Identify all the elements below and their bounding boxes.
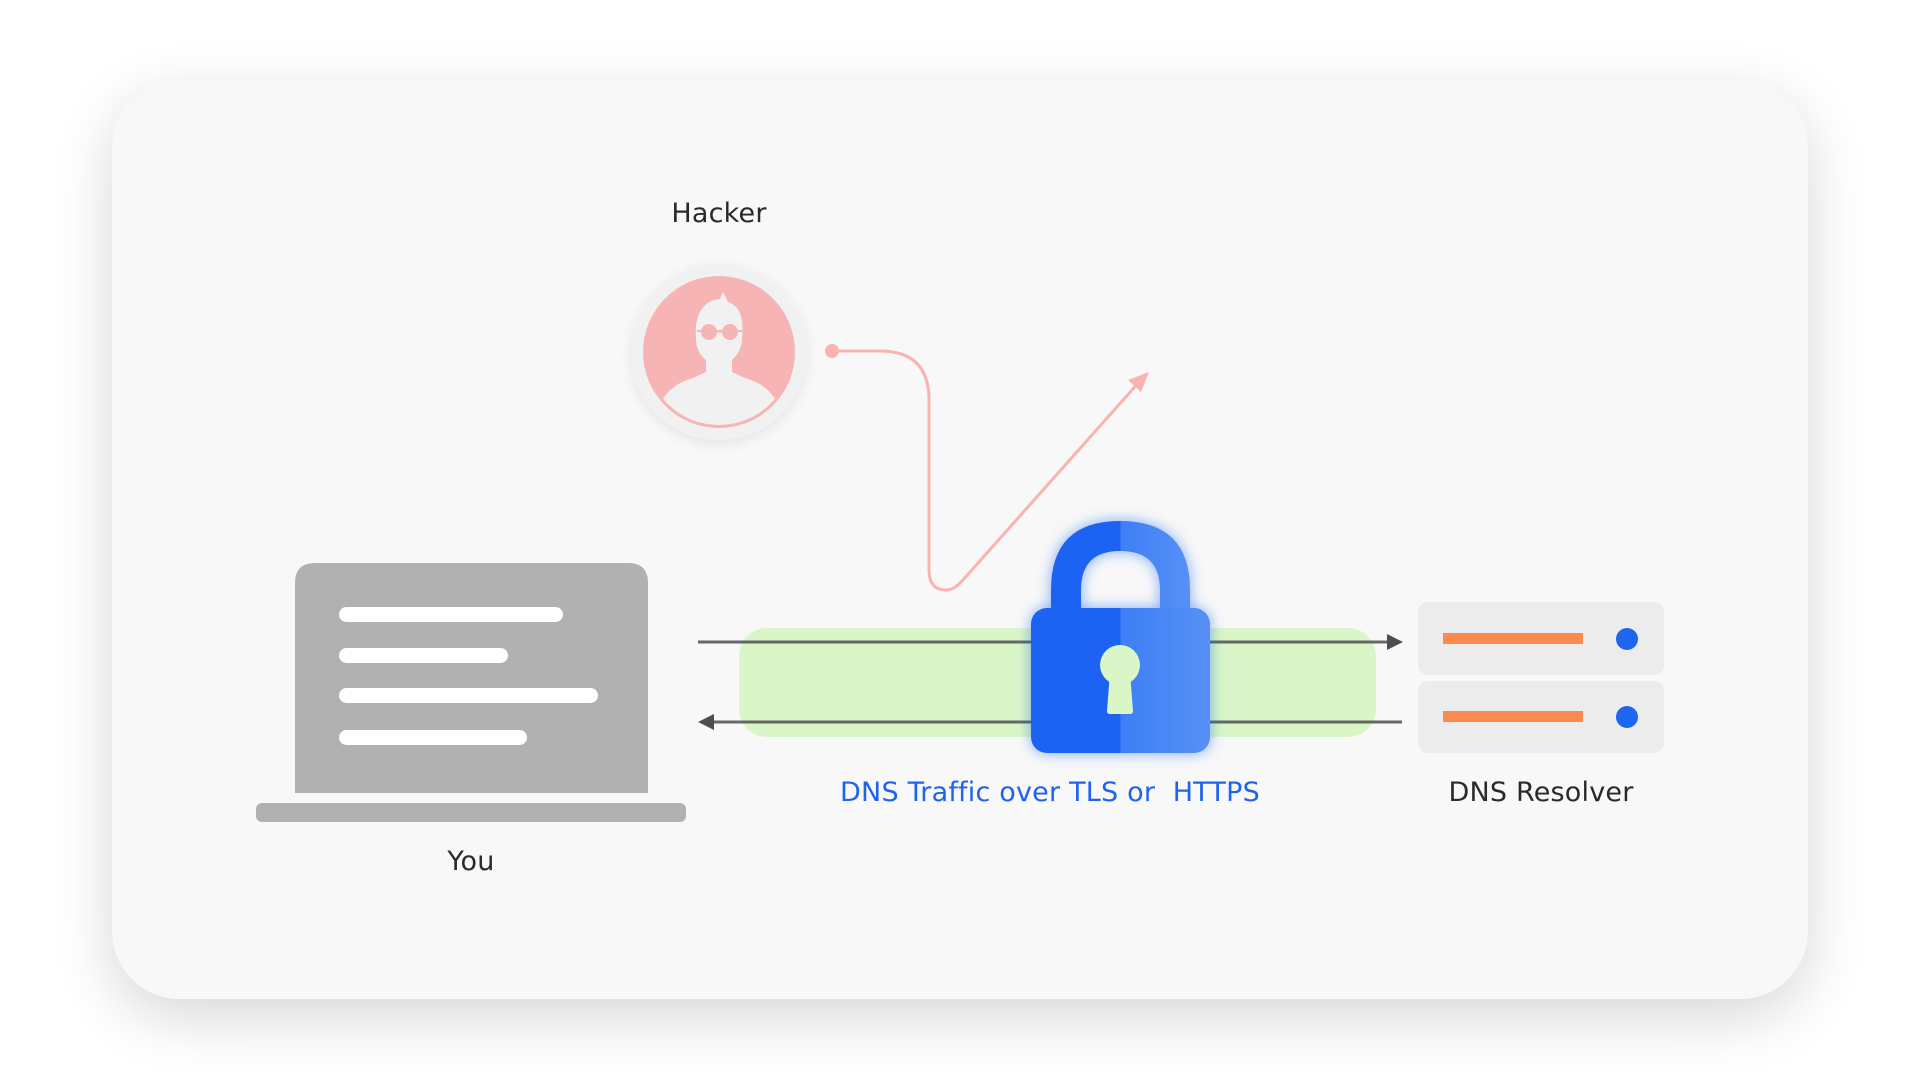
interception-path bbox=[825, 344, 1149, 592]
hacker-avatar-icon bbox=[631, 264, 807, 440]
hacker-label: Hacker bbox=[671, 198, 767, 229]
laptop-icon bbox=[256, 563, 686, 822]
you-label: You bbox=[447, 846, 495, 877]
arrowhead-icon bbox=[1128, 372, 1149, 392]
padlock-icon bbox=[1031, 521, 1210, 753]
server-icon bbox=[1418, 602, 1664, 753]
channel-label: DNS Traffic over TLS or HTTPS bbox=[840, 777, 1260, 808]
diagram-card bbox=[112, 80, 1808, 999]
resolver-label: DNS Resolver bbox=[1448, 777, 1634, 808]
